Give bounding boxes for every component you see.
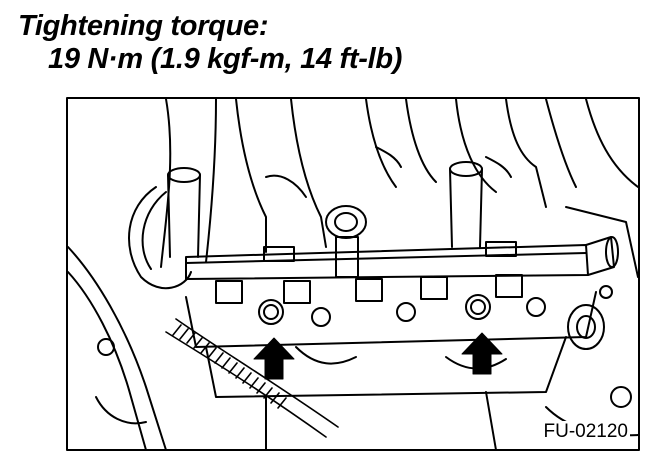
right-components (95, 206, 639, 437)
corrugated-hose (165, 318, 339, 438)
fuel-hose-left (67, 186, 192, 451)
rail-bolt-left (258, 299, 284, 325)
rail-bolt-right (465, 294, 491, 320)
hose-clamp (325, 205, 367, 278)
pressure-pipe-right (449, 161, 483, 248)
torque-value: 19 N·m (1.9 kgf-m, 14 ft-lb) (48, 43, 403, 75)
torque-caption: Tightening torque: 19 N·m (1.9 kgf-m, 14… (18, 10, 402, 76)
cylinder-head (185, 291, 597, 451)
engine-illustration: FU-02120 (66, 97, 640, 451)
fuel-injectors (215, 274, 523, 304)
torque-heading: Tightening torque: (18, 10, 269, 42)
pressure-pipe-left (167, 167, 201, 258)
figure-code: FU-02120 (541, 421, 630, 443)
up-arrow-icon (253, 337, 295, 380)
fuel-rail-diagram (66, 97, 640, 451)
intake-manifold (160, 98, 639, 268)
fuel-rail (185, 236, 619, 280)
up-arrow-icon (461, 332, 503, 375)
figure-frame (66, 97, 640, 451)
